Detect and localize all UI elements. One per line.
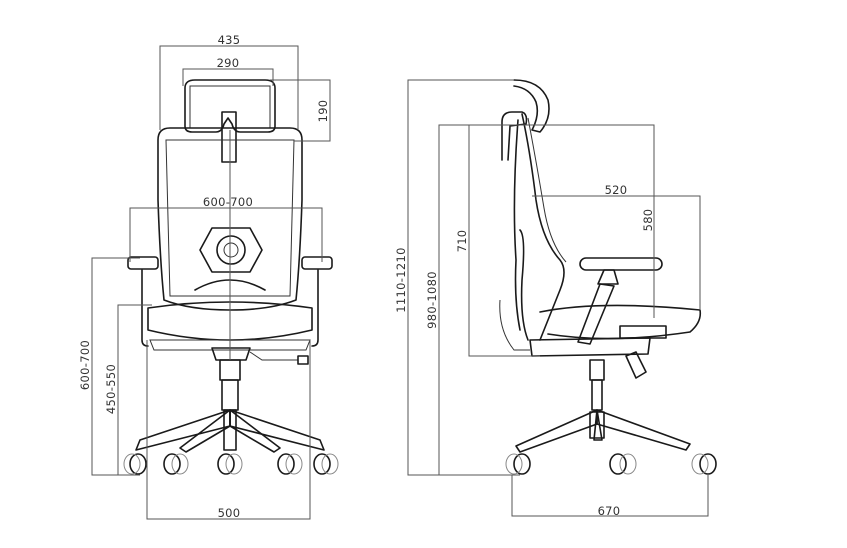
dim-armrest-width: 600-700 bbox=[203, 195, 253, 209]
dim-backrest-height: 710 bbox=[455, 230, 469, 253]
front-view: 435 290 190 600-700 600-700 450-550 500 bbox=[78, 33, 339, 520]
dim-armrest-height: 600-700 bbox=[78, 340, 92, 390]
dim-headrest-height: 190 bbox=[316, 100, 330, 123]
dim-base-depth: 670 bbox=[598, 504, 621, 518]
dim-back-height: 980-1080 bbox=[425, 271, 439, 329]
dim-headrest-width: 290 bbox=[217, 56, 240, 70]
dim-base-width: 500 bbox=[218, 506, 241, 520]
dim-overall-height: 1110-1210 bbox=[394, 247, 408, 312]
dim-overall-back-width: 435 bbox=[218, 33, 241, 47]
side-view: 1110-1210 980-1080 710 520 580 670 bbox=[394, 79, 717, 518]
seat bbox=[147, 301, 313, 351]
dim-seat-height: 450-550 bbox=[104, 364, 118, 414]
dim-seat-to-top: 580 bbox=[641, 209, 655, 232]
backrest bbox=[157, 127, 303, 311]
star-base bbox=[135, 409, 325, 453]
front-dimension-lines bbox=[91, 45, 331, 520]
side-dimension-lines bbox=[407, 79, 709, 517]
dim-seat-depth: 520 bbox=[605, 183, 628, 197]
casters bbox=[123, 453, 339, 475]
